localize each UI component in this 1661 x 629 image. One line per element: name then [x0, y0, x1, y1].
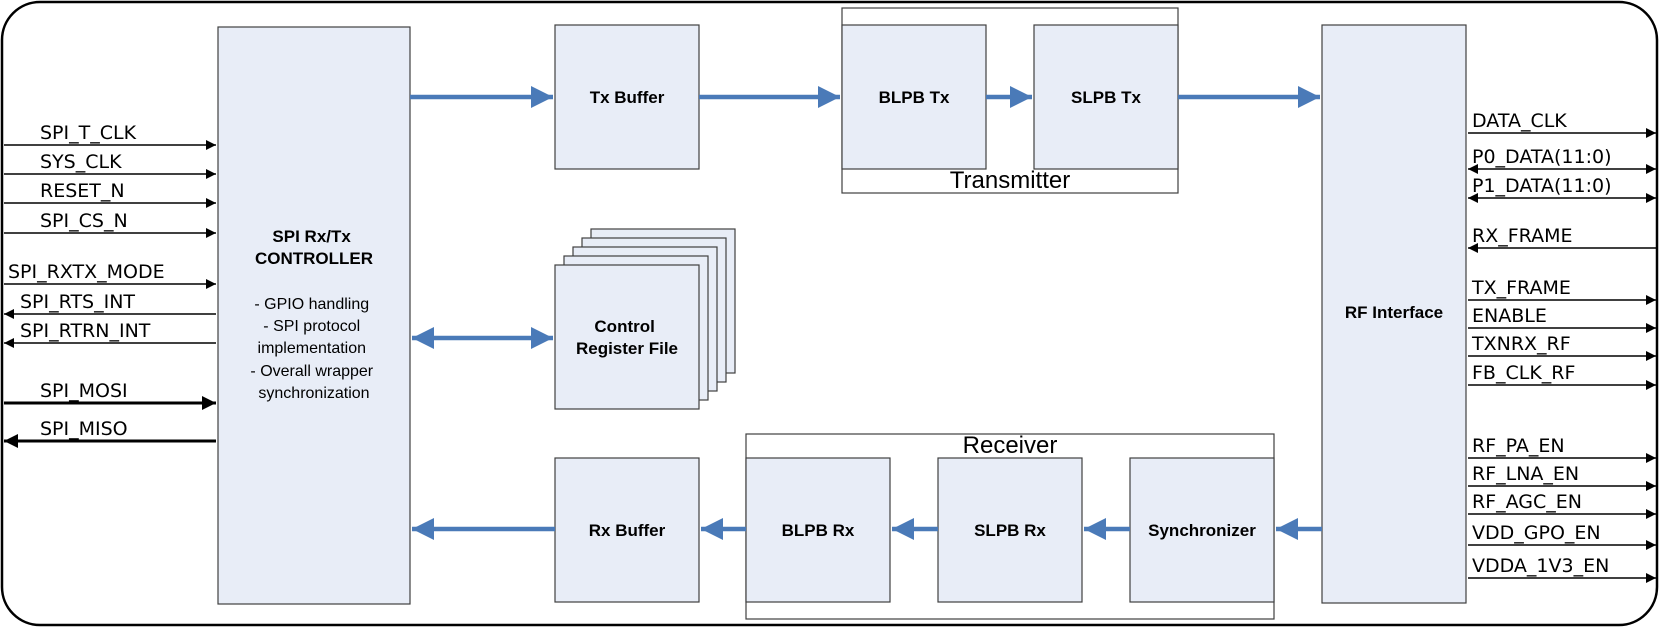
svg-text:SPI Rx/Tx CONTROLLER: SPI Rx/Tx CONTROLLER — [255, 227, 373, 268]
spi-controller-detail-3: implementation — [258, 340, 367, 357]
signal-label-spi-cs-n: SPI_CS_N — [40, 210, 128, 232]
spi-controller-title-1: SPI Rx/Tx — [272, 227, 351, 246]
slpb-rx-label: SLPB Rx — [974, 521, 1046, 540]
signal-label-p1-data-11-0: P1_DATA(11:0) — [1472, 175, 1612, 197]
signal-label-enable: ENABLE — [1472, 305, 1547, 327]
signal-label-spi-rxtx-mode: SPI_RXTX_MODE — [8, 261, 165, 283]
right-signal-group: DATA_CLK P0_DATA(11:0) P1_DATA(11:0) RX_FRA… — [1468, 110, 1656, 583]
spi-controller-detail-5: synchronization — [258, 385, 369, 402]
control-register-file-label-2: Register File — [576, 339, 678, 358]
signal-label-spi-rts-int: SPI_RTS_INT — [20, 291, 135, 313]
signal-label-vdda-1v3-en: VDDA_1V3_EN — [1472, 555, 1609, 577]
signal-label-spi-rtrn-int: SPI_RTRN_INT — [20, 320, 151, 342]
rf-interface-label: RF Interface — [1345, 303, 1443, 322]
control-register-file-label-1: Control — [594, 317, 654, 336]
signal-label-sys-clk: SYS_CLK — [40, 151, 122, 173]
signal-label-rx-frame: RX_FRAME — [1472, 225, 1572, 247]
synchronizer-block: Synchronizer — [1129, 457, 1275, 603]
slpb-rx-block: SLPB Rx — [937, 457, 1083, 603]
signal-label-spi-t-clk: SPI_T_CLK — [40, 122, 137, 144]
receiver-group: Receiver — [745, 432, 1275, 620]
signal-label-reset-n: RESET_N — [40, 180, 125, 202]
spi-controller-detail-1: - GPIO handling — [254, 296, 369, 313]
signal-label-vdd-gpo-en: VDD_GPO_EN — [1472, 522, 1601, 544]
blpb-rx-block: BLPB Rx — [745, 457, 891, 603]
data-flow-arrows — [410, 86, 1322, 540]
control-register-file-block: Control Register File — [554, 228, 736, 410]
signal-label-spi-mosi: SPI_MOSI — [40, 380, 128, 402]
rx-buffer-label: Rx Buffer — [589, 521, 666, 540]
signal-label-fb-clk-rf: FB_CLK_RF — [1472, 362, 1575, 384]
signal-label-rf-agc-en: RF_AGC_EN — [1472, 491, 1582, 513]
rx-buffer-block: Rx Buffer — [554, 457, 700, 603]
spi-controller-detail-4: - Overall wrapper — [250, 363, 373, 380]
blpb-tx-block: BLPB Tx — [841, 24, 987, 170]
spi-controller-block: SPI Rx/Tx CONTROLLER - GPIO handling - S… — [217, 26, 411, 605]
blpb-rx-label: BLPB Rx — [782, 521, 855, 540]
rf-interface-block: RF Interface — [1321, 24, 1467, 604]
spi-controller-title-2: CONTROLLER — [255, 249, 373, 268]
spi-controller-detail-2: - SPI protocol — [263, 318, 360, 335]
transmitter-label: Transmitter — [950, 167, 1070, 194]
svg-text:Control Register File: Control Register File — [576, 317, 678, 358]
signal-label-rf-lna-en: RF_LNA_EN — [1472, 463, 1579, 485]
left-signal-group: SPI_T_CLK SYS_CLK RESET_N SPI_CS_N SPI_RXTX_… — [4, 122, 216, 448]
slpb-tx-label: SLPB Tx — [1071, 88, 1141, 107]
svg-text:- GPIO handling - SPI pr: - GPIO handling - SPI protocol implement… — [250, 296, 377, 402]
blpb-tx-label: BLPB Tx — [879, 88, 950, 107]
receiver-label: Receiver — [963, 432, 1058, 459]
signal-label-txnrx-rf: TXNRX_RF — [1471, 333, 1571, 355]
signal-label-spi-miso: SPI_MISO — [40, 418, 128, 440]
synchronizer-label: Synchronizer — [1148, 521, 1256, 540]
tx-buffer-label: Tx Buffer — [590, 88, 665, 107]
tx-buffer-block: Tx Buffer — [554, 24, 700, 170]
signal-label-rf-pa-en: RF_PA_EN — [1472, 435, 1565, 457]
slpb-tx-block: SLPB Tx — [1033, 24, 1179, 170]
signal-label-p0-data-11-0: P0_DATA(11:0) — [1472, 146, 1612, 168]
signal-label-data-clk: DATA_CLK — [1472, 110, 1567, 132]
signal-label-tx-frame: TX_FRAME — [1471, 277, 1571, 299]
